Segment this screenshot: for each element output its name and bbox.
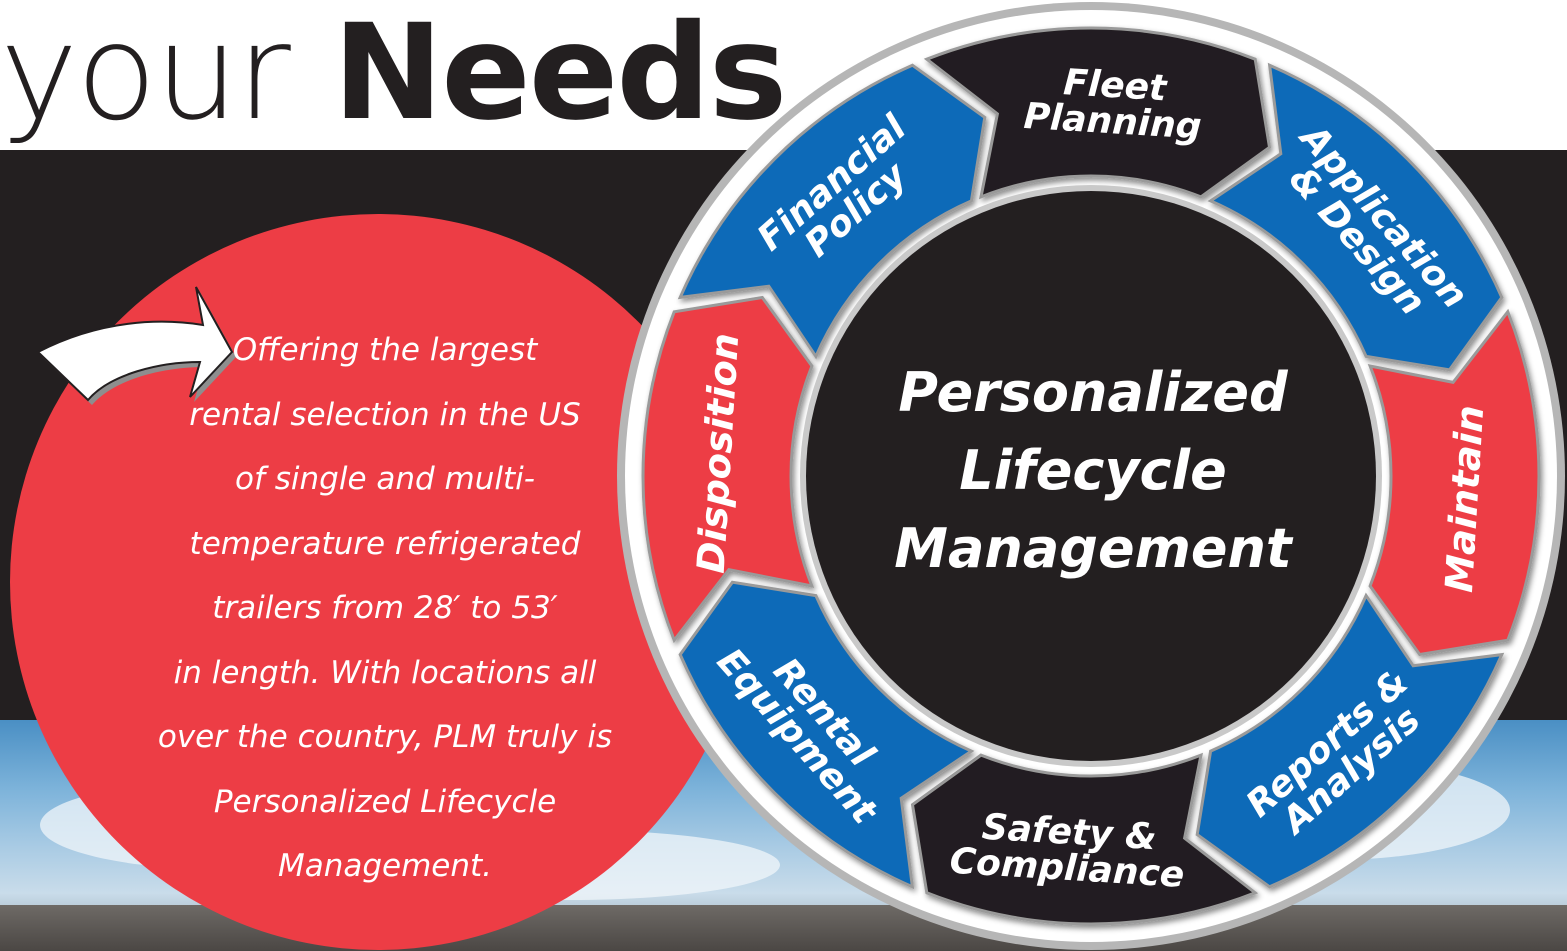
promo-line-9: Management. (277, 848, 493, 884)
cycle-segment-arrow (910, 752, 1259, 926)
promo-line-4: temperature refrigerated (189, 525, 581, 562)
promo-line-7: over the country, PLM truly is (157, 719, 613, 755)
cycle-segments (641, 26, 1541, 926)
promo-line-8: Personalized Lifecycle (213, 783, 557, 820)
headline-light-word: your (0, 0, 291, 150)
promo-paragraph: Offering the largest rental selection in… (150, 318, 620, 899)
center-title-line-2: Lifecycle (959, 439, 1226, 502)
headline-bold-word: Needs (332, 0, 788, 150)
promo-line-2: rental selection in the US (189, 396, 581, 433)
promo-line-5: trailers from 28′ to 53′ (212, 590, 558, 626)
page-headline: your Needs (0, 0, 900, 148)
cycle-segment-label-line: Fleet (1062, 62, 1169, 109)
cycle-segment-arrow (641, 295, 815, 644)
promo-arrow-icon (36, 286, 236, 405)
promo-red-circle (10, 214, 746, 950)
cycle-segment-arrow (677, 63, 987, 360)
promo-line-3: of single and multi- (235, 461, 535, 497)
cycle-center-title: Personalized Lifecycle Management (894, 361, 1294, 580)
cycle-segment-arrow (678, 580, 975, 890)
cycle-segment-arrow (923, 26, 1272, 200)
cycle-center-disc (806, 191, 1376, 761)
promo-line-6: in length. With locations all (173, 654, 597, 691)
center-title-line-1: Personalized (898, 361, 1289, 424)
cycle-segment-arrow (1367, 308, 1541, 657)
cycle-segment-arrow (1207, 62, 1504, 372)
cycle-segment-arrow (1195, 592, 1505, 889)
center-title-line-3: Management (894, 517, 1294, 580)
cycle-segment-label: Safety &Compliance (949, 807, 1186, 896)
promo-line-1: Offering the largest (232, 332, 538, 368)
